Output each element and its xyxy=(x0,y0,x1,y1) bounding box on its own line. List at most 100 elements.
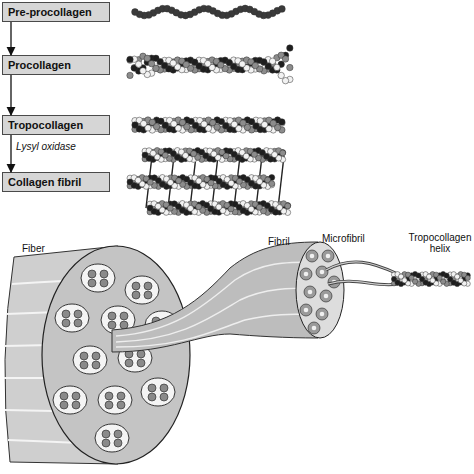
amino-acid-bead xyxy=(155,177,161,183)
amino-acid-bead xyxy=(269,58,275,64)
amino-acid-bead xyxy=(167,205,173,211)
molecule-chain xyxy=(147,201,291,216)
amino-acid-bead xyxy=(191,151,197,157)
microfibril-dot xyxy=(88,279,96,287)
amino-acid-bead xyxy=(228,206,234,212)
amino-acid-bead xyxy=(173,9,180,16)
microfibril-dot xyxy=(105,392,113,400)
amino-acid-bead xyxy=(240,120,246,126)
amino-acid-bead xyxy=(155,203,161,209)
amino-acid-bead xyxy=(135,61,141,67)
molecule-chain xyxy=(132,5,286,19)
process-box: Procollagen xyxy=(2,55,110,75)
microfibril-dot xyxy=(120,321,128,329)
microfibril-outline xyxy=(316,308,328,320)
amino-acid-bead xyxy=(127,56,133,62)
microfibril-core xyxy=(310,254,315,259)
flow-arrow xyxy=(10,135,11,172)
fibril-outline xyxy=(53,386,87,414)
amino-acid-bead xyxy=(270,120,276,126)
amino-acid-bead xyxy=(430,278,435,283)
amino-acid-bead xyxy=(135,177,141,183)
microfibril-section xyxy=(306,250,318,262)
crosslink-line xyxy=(168,156,174,208)
molecule-illustrations xyxy=(127,5,471,286)
flow-arrow xyxy=(10,22,11,55)
amino-acid-bead xyxy=(248,206,254,212)
microfibril-section xyxy=(322,250,334,262)
microfibril-section xyxy=(304,286,316,298)
microfibril-dot xyxy=(132,282,140,290)
amino-acid-bead xyxy=(236,178,242,184)
stage-name: Procollagen xyxy=(8,59,71,71)
microfibril-dot xyxy=(60,401,68,409)
amino-acid-bead xyxy=(239,61,245,67)
amino-acid-bead xyxy=(150,150,156,156)
amino-acid-bead xyxy=(278,72,284,78)
amino-acid-bead xyxy=(184,124,190,130)
amino-acid-bead xyxy=(252,62,258,68)
amino-acid-bead xyxy=(196,204,202,210)
microfibril-strand xyxy=(326,262,398,274)
amino-acid-bead xyxy=(127,57,133,63)
amino-acid-bead xyxy=(231,121,237,127)
molecule-chain xyxy=(127,175,275,190)
microfibril-dot xyxy=(108,312,116,320)
amino-acid-bead xyxy=(132,9,139,16)
microfibril-dot xyxy=(88,270,96,278)
amino-acid-bead xyxy=(285,203,291,209)
fibril-strand xyxy=(116,314,318,347)
amino-acid-bead xyxy=(282,56,288,62)
molecule-chain xyxy=(132,117,285,133)
fibril-outline xyxy=(55,304,89,332)
amino-acid-bead xyxy=(458,278,463,283)
amino-acid-bead xyxy=(230,63,236,69)
microfibril-dot xyxy=(160,384,168,392)
part-label: Tropocollagen helix xyxy=(408,232,472,254)
fiber-cross-section xyxy=(53,264,179,452)
amino-acid-bead xyxy=(261,59,267,65)
microfibril-dot xyxy=(102,430,110,438)
amino-acid-bead xyxy=(201,121,207,127)
amino-acid-bead xyxy=(196,178,202,184)
amino-acid-bead xyxy=(277,205,283,211)
amino-acid-bead xyxy=(127,179,133,185)
amino-acid-bead xyxy=(465,275,470,280)
amino-acid-bead xyxy=(228,180,234,186)
microfibril-section xyxy=(300,304,312,316)
amino-acid-bead xyxy=(205,60,211,66)
microfibril-dot xyxy=(80,361,88,369)
microfibril-dot xyxy=(80,352,88,360)
amino-acid-bead xyxy=(214,124,220,130)
microfibril-outline xyxy=(322,250,334,262)
enzyme-label: Lysyl oxidase xyxy=(16,141,76,152)
crosslink-line xyxy=(256,156,262,208)
microfibril-outline xyxy=(306,250,318,262)
molecule-chain xyxy=(142,148,286,163)
fibril-section xyxy=(73,346,107,374)
amino-acid-bead xyxy=(274,64,280,70)
microfibril-outline xyxy=(300,268,312,280)
microfibril-section xyxy=(316,308,328,320)
amino-acid-bead xyxy=(203,153,209,159)
microfibril-dot xyxy=(137,359,145,367)
microfibril-dot xyxy=(148,384,156,392)
amino-acid-bead xyxy=(188,180,194,186)
amino-acid-bead xyxy=(140,68,146,74)
amino-acid-bead xyxy=(285,203,291,209)
microfibril-dot xyxy=(62,319,70,327)
amino-acid-bead xyxy=(192,122,198,128)
amino-acid-bead xyxy=(140,120,146,126)
fibril-section xyxy=(81,264,115,292)
amino-acid-bead xyxy=(218,62,224,68)
fiber-face xyxy=(42,246,190,464)
amino-acid-bead xyxy=(211,151,217,157)
microfibril-dot xyxy=(132,291,140,299)
process-box: Collagen fibril xyxy=(2,172,110,192)
microfibril-outline xyxy=(300,304,312,316)
microfibril-dot xyxy=(72,392,80,400)
microfibril-dot xyxy=(100,279,108,287)
amino-acid-bead xyxy=(170,60,176,66)
